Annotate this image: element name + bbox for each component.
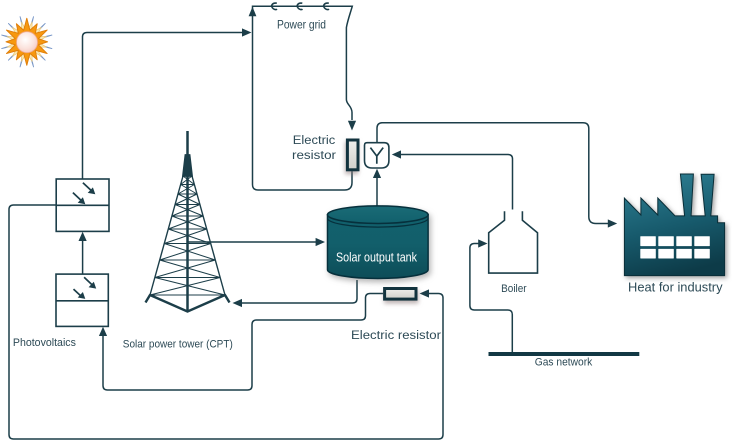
svg-text:Solar power tower (CPT): Solar power tower (CPT) <box>123 338 233 350</box>
svg-text:Power grid: Power grid <box>277 18 326 32</box>
svg-text:Electric: Electric <box>293 133 336 147</box>
svg-text:resistor: resistor <box>292 148 336 162</box>
svg-text:Gas network: Gas network <box>535 357 593 369</box>
svg-text:Heat for industry: Heat for industry <box>628 280 723 295</box>
svg-text:Photovoltaics: Photovoltaics <box>13 337 76 349</box>
svg-text:Boiler: Boiler <box>501 283 527 295</box>
svg-text:Electric resistor: Electric resistor <box>351 328 441 342</box>
svg-text:Solar output tank: Solar output tank <box>336 250 417 265</box>
